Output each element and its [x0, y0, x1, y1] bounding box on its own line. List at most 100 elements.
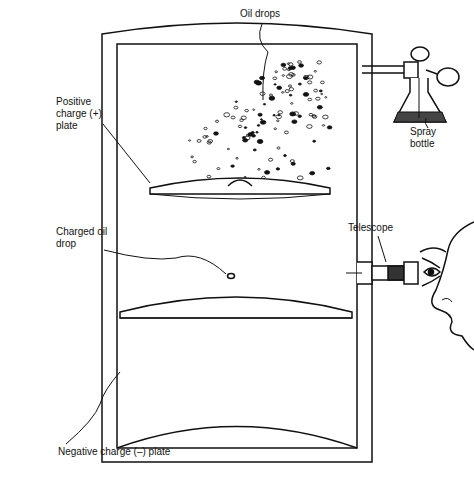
- nozzle-head: [404, 62, 418, 78]
- oil-drop: [263, 103, 265, 105]
- oil-drop: [312, 115, 316, 118]
- oil-drop: [281, 63, 286, 66]
- oil-drop: [269, 158, 273, 161]
- oil-drop: [321, 81, 325, 84]
- oil-drop: [253, 149, 256, 151]
- oil-drop: [277, 120, 279, 122]
- oil-drop: [299, 64, 304, 67]
- oil-drop: [274, 84, 276, 85]
- eye: [424, 268, 440, 276]
- oil-drop: [238, 125, 241, 127]
- part-label: Charged oil drop: [56, 226, 108, 250]
- oil-drop: [285, 90, 289, 93]
- leader-line: [260, 24, 268, 100]
- oil-drop: [258, 169, 260, 171]
- oil-drop: [252, 135, 256, 138]
- charged-oil-drop: [228, 274, 235, 279]
- oil-drop: [313, 140, 316, 142]
- spray-tube: [362, 66, 404, 73]
- oil-drop: [197, 140, 201, 143]
- oil-drop: [191, 156, 194, 158]
- oil-drop: [260, 92, 265, 95]
- oil-drop: [278, 111, 283, 114]
- oil-drop: [294, 112, 299, 116]
- oil-drop: [274, 128, 276, 130]
- oil-drop: [204, 127, 207, 129]
- oil-drop: [254, 80, 259, 84]
- part-label: Negative charge (–) plate: [58, 446, 178, 458]
- oil-drop: [303, 93, 308, 97]
- oil-drop: [284, 155, 287, 157]
- oil-drop: [308, 98, 312, 101]
- plate-hole: [228, 180, 252, 186]
- oil-drop: [291, 103, 293, 105]
- oil-drop: [289, 67, 293, 70]
- spray-bottle-body: [394, 78, 446, 122]
- oil-drop: [289, 94, 292, 96]
- oil-drop: [282, 75, 284, 77]
- oil-drop: [215, 120, 218, 122]
- oil-drop: [317, 106, 322, 110]
- oil-drop: [217, 168, 220, 170]
- plate-underside: [150, 194, 330, 199]
- oil-drop: [282, 92, 284, 94]
- oil-drop: [208, 140, 213, 143]
- telescope-inner: [346, 273, 362, 274]
- part-label: Oil drops: [240, 8, 300, 20]
- squeeze-bulb: [437, 68, 459, 86]
- bottle-cap: [411, 47, 429, 61]
- oil-drop: [317, 61, 321, 64]
- oil-drop: [235, 101, 237, 103]
- telescope-tube: [372, 266, 404, 280]
- oil-drop: [265, 171, 270, 175]
- oil-drop: [319, 90, 322, 92]
- oil-drop: [304, 77, 308, 80]
- oil-drop: [224, 113, 230, 117]
- oil-drop: [288, 67, 291, 69]
- chamber-wall: [102, 23, 372, 462]
- dip-tube: [419, 78, 420, 118]
- chamber-base: [117, 427, 357, 449]
- oil-drop-cloud: [189, 61, 332, 180]
- oil-drop: [289, 88, 293, 91]
- oil-drop: [245, 109, 249, 111]
- oil-drop: [193, 160, 196, 162]
- oil-drop: [292, 120, 297, 124]
- part-label: Spray bottle: [410, 126, 452, 150]
- plate-edge: [120, 318, 352, 319]
- oil-drop: [236, 158, 238, 160]
- oil-drop: [327, 167, 331, 169]
- eyebrow: [420, 248, 446, 252]
- negative-plate: [120, 297, 352, 318]
- oil-drop: [310, 172, 315, 175]
- oil-drop: [253, 109, 255, 110]
- oil-drop: [189, 140, 191, 141]
- nostril: [442, 298, 452, 302]
- oil-drop: [245, 136, 250, 140]
- chamber-inner: [117, 44, 357, 448]
- oil-drop: [260, 119, 262, 120]
- oil-drop: [289, 73, 294, 77]
- oil-drop: [241, 116, 246, 120]
- oil-drop: [297, 176, 303, 180]
- telescope-band: [388, 266, 404, 280]
- leader-line: [66, 372, 120, 444]
- oil-drop: [308, 81, 312, 84]
- oil-drop: [316, 97, 320, 100]
- oil-drop: [314, 89, 318, 92]
- oil-drop: [257, 125, 259, 127]
- oil-drop: [327, 126, 332, 129]
- oil-drop: [325, 97, 327, 98]
- oil-drop: [227, 148, 229, 149]
- oil-drop: [269, 96, 275, 100]
- oil-drop: [283, 67, 287, 70]
- oil-drop: [276, 115, 282, 119]
- leader-line: [104, 250, 226, 274]
- positive-plate: [150, 178, 330, 194]
- oil-drop: [304, 75, 309, 79]
- oil-drop: [323, 115, 329, 119]
- oil-drop: [256, 132, 258, 134]
- oil-drop: [257, 139, 263, 143]
- oil-drop: [231, 165, 235, 167]
